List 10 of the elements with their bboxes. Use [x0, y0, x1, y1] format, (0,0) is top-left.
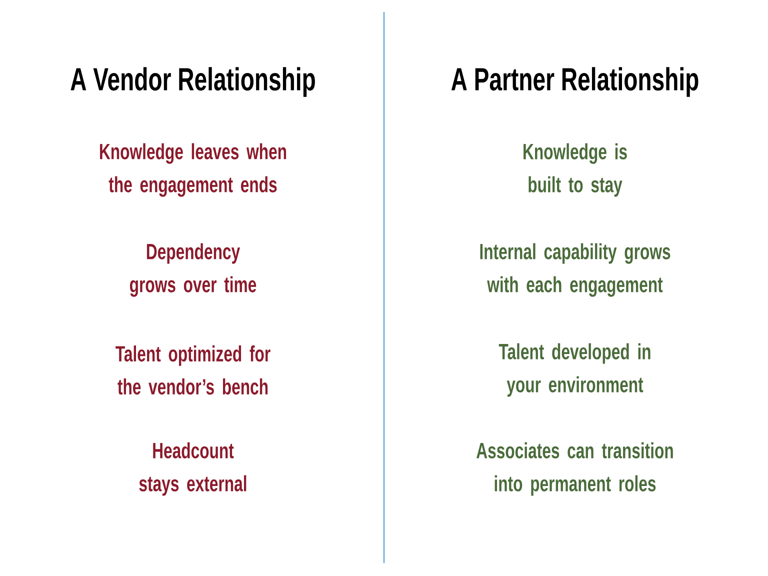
statement-text: Knowledge is built to stay [524, 143, 627, 197]
statement-text: Dependency grows over time [130, 243, 256, 297]
statement-text: Talent optimized for the vendor’s bench [116, 345, 270, 395]
statement-text: Associates can transition into permanent roles [476, 442, 673, 496]
statement-text: Headcount stays external [139, 442, 246, 496]
statement-text: Knowledge leaves when the engagement ends [100, 143, 286, 197]
statement-text: Talent developed in your environment [498, 343, 650, 397]
statement-text: Internal capability grows with each engagement [480, 243, 670, 297]
column-heading: A Partner Relationship [451, 67, 698, 97]
column-heading: A Vendor Relationship [70, 67, 315, 97]
